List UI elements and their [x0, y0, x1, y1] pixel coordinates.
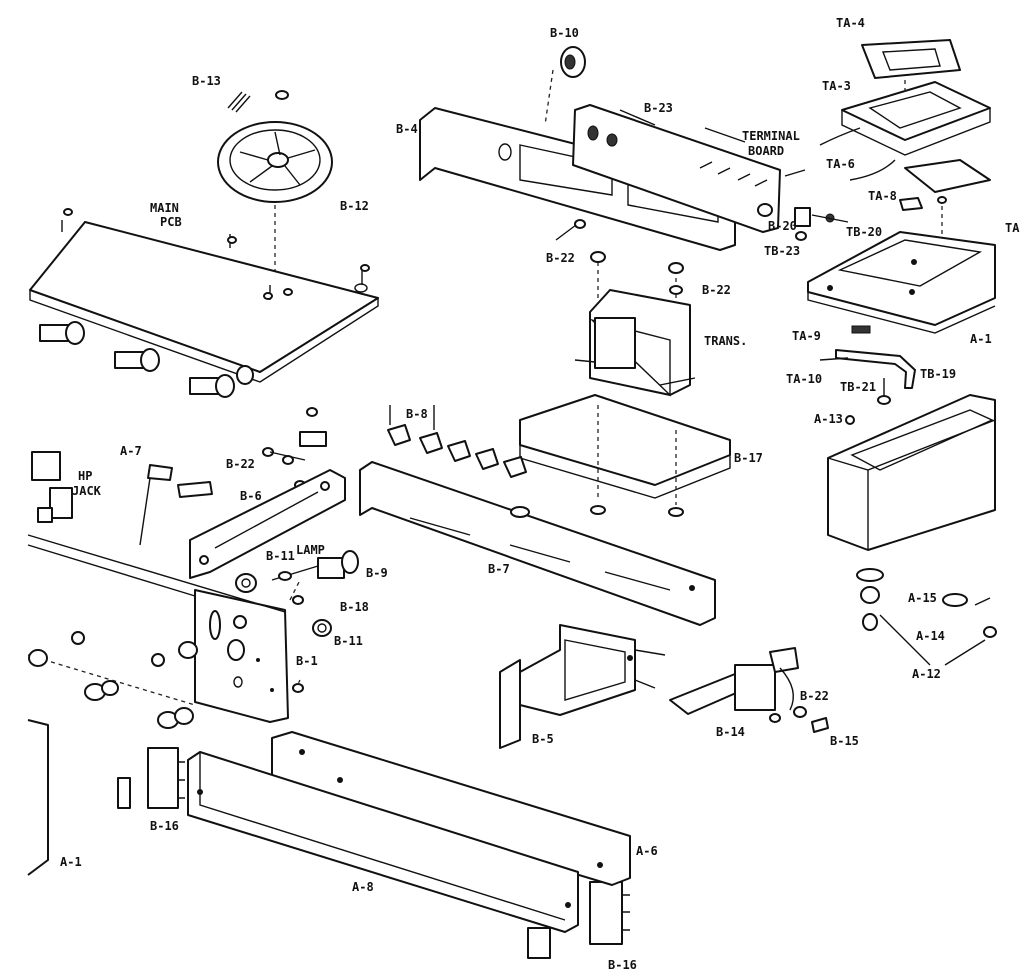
part-main-pcb [29, 208, 379, 383]
label-tb23: TB-23 [764, 244, 800, 258]
label-ta3: TA-3 [822, 79, 851, 93]
part-a15-foot [942, 593, 991, 607]
part-b23-strip [572, 104, 806, 233]
label-trans: TRANS. [704, 334, 747, 348]
label-a8: A-8 [352, 880, 374, 894]
part-ta1-housing [807, 231, 996, 334]
label-main: MAIN [150, 201, 179, 215]
part-a12-leader [879, 614, 997, 666]
part-b9-holder [317, 550, 359, 579]
label-board: BOARD [748, 144, 784, 158]
label-b12: B-12 [340, 199, 369, 213]
label-b20: B-20 [768, 219, 797, 233]
part-b7-rail [359, 461, 716, 626]
part-b16-connector-right [527, 881, 630, 959]
label-ta6: TA-6 [826, 157, 855, 171]
part-b5-bracket [499, 624, 666, 749]
part-lamp [271, 565, 319, 581]
label-tb19: TB-19 [920, 367, 956, 381]
part-b16-connector-left [117, 747, 185, 809]
part-tb21-screw [877, 378, 891, 405]
label-a1-top: A-1 [970, 332, 992, 346]
part-b1-plate [178, 579, 304, 723]
label-a14: A-14 [916, 629, 945, 643]
part-ta6-board [819, 127, 991, 193]
part-ta9-spacer [851, 325, 871, 334]
label-hp: HP [78, 469, 92, 483]
label-b7: B-7 [488, 562, 510, 576]
label-b9: B-9 [366, 566, 388, 580]
part-a8-front-bar [187, 751, 579, 933]
part-hp-jack [31, 451, 73, 523]
label-b6: B-6 [240, 489, 262, 503]
part-pcb-shafts [39, 321, 254, 398]
label-a12: A-12 [912, 667, 941, 681]
label-b18: B-18 [340, 600, 369, 614]
label-a7: A-7 [120, 444, 142, 458]
label-b22-b: B-22 [702, 283, 731, 297]
label-ta8: TA-8 [868, 189, 897, 203]
label-a13: A-13 [814, 412, 843, 426]
label-a15: A-15 [908, 591, 937, 605]
part-b17-bracket [519, 394, 731, 517]
label-b5: B-5 [532, 732, 554, 746]
part-b6-bracket [189, 469, 346, 579]
label-b10: B-10 [550, 26, 579, 40]
part-a13-chassis [827, 394, 996, 551]
label-b16-b: B-16 [608, 958, 637, 972]
label-b4: B-4 [396, 122, 418, 136]
label-b14: B-14 [716, 725, 745, 739]
label-pcb: PCB [160, 215, 182, 229]
label-b16-a: B-16 [150, 819, 179, 833]
part-b15-clip [811, 717, 829, 733]
label-jack: JACK [72, 484, 102, 498]
part-ta10-wire [819, 357, 849, 361]
labels: B-10 TA-4 B-13 B-23 TA-3 B-4 TERMINAL BO… [60, 16, 1020, 972]
label-ta9: TA-9 [792, 329, 821, 343]
label-b13: B-13 [192, 74, 221, 88]
part-a1-front-panel [27, 534, 286, 876]
label-b1: B-1 [296, 654, 318, 668]
label-ta10: TA-10 [786, 372, 822, 386]
label-b8: B-8 [406, 407, 428, 421]
part-a7-bracket [139, 464, 213, 546]
label-b11-a: B-11 [266, 549, 295, 563]
part-b13-spring [227, 90, 289, 113]
part-ta3-frame [841, 80, 991, 156]
label-b11-b: B-11 [334, 634, 363, 648]
part-tb23-switch [794, 207, 849, 241]
label-tb20: TB-20 [846, 225, 882, 239]
part-tb19-bracket [835, 349, 916, 389]
label-b15: B-15 [830, 734, 859, 748]
label-b17: B-17 [734, 451, 763, 465]
label-terminal: TERMINAL [742, 129, 800, 143]
part-b12-wheel [217, 121, 333, 290]
part-b20-nut [757, 203, 773, 217]
label-b22-c: B-22 [226, 457, 255, 471]
label-ta4: TA-4 [836, 16, 865, 30]
label-lamp: LAMP [296, 543, 325, 557]
label-b22-a: B-22 [546, 251, 575, 265]
part-ta4-cover [861, 39, 961, 79]
label-b23: B-23 [644, 101, 673, 115]
part-transformer [574, 251, 696, 397]
part-b18-ring [312, 619, 332, 637]
label-ta-edge: TA [1005, 221, 1020, 235]
label-b22-d: B-22 [800, 689, 829, 703]
part-b10-knob [544, 46, 586, 126]
part-b22-clip-a [555, 219, 586, 241]
label-a1-bottom: A-1 [60, 855, 82, 869]
label-tb21: TB-21 [840, 380, 876, 394]
part-b14-handle [669, 647, 799, 723]
part-b11-ring-a [235, 573, 257, 593]
part-b8-clips [387, 405, 527, 478]
part-a14-foot [856, 568, 884, 631]
label-a6: A-6 [636, 844, 658, 858]
part-ta8-pad [899, 196, 947, 240]
part-b22-washer [793, 706, 807, 718]
